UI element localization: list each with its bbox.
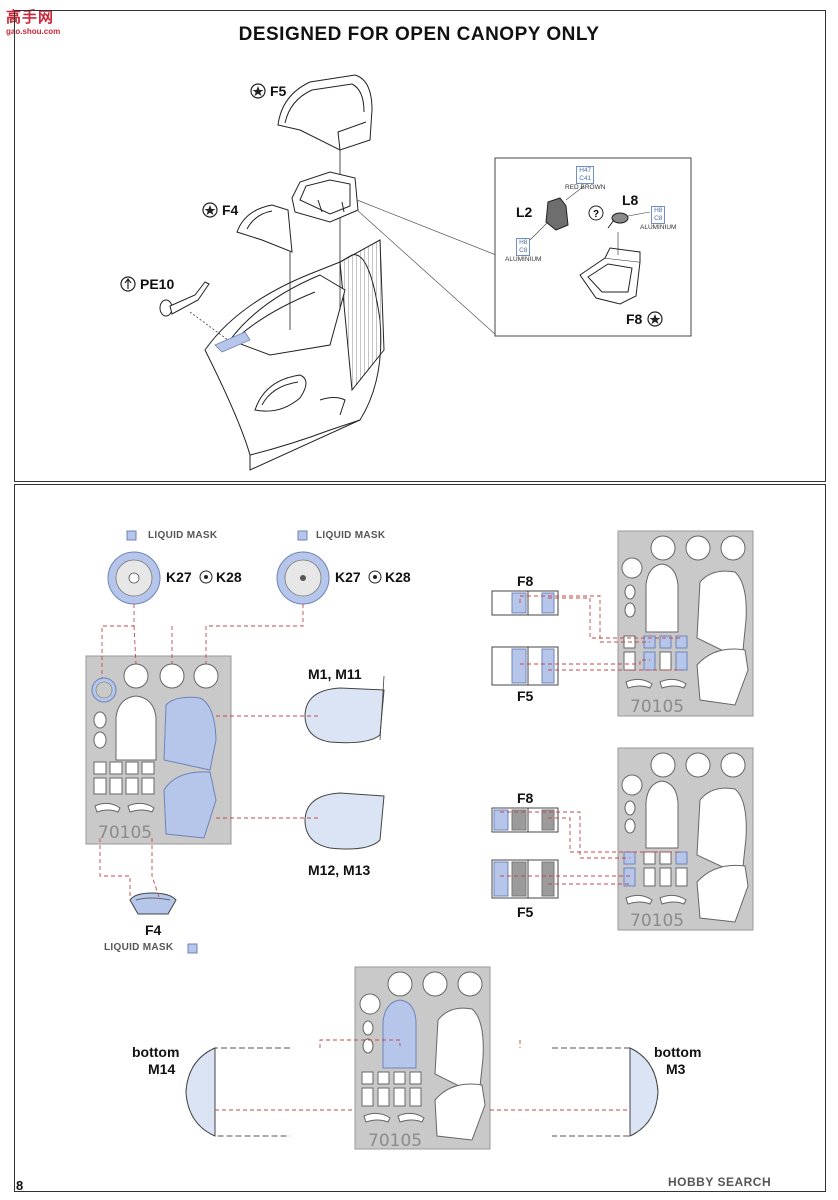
label-f5-upper: F5 xyxy=(517,688,534,704)
leader-pe10 xyxy=(189,311,229,341)
label-pe10: PE10 xyxy=(140,276,175,292)
bottom-panel xyxy=(14,484,826,1192)
label-m12-m13: M12, M13 xyxy=(308,862,371,878)
page-number: 8 xyxy=(16,1178,24,1193)
label-f8-lower: F8 xyxy=(517,790,534,806)
part-pe10-drawing xyxy=(159,281,210,317)
paint-code: H8 xyxy=(519,239,528,246)
label-bottom-right-2: M3 xyxy=(666,1061,686,1077)
label-bottom-right-1: bottom xyxy=(654,1044,702,1060)
f8-f5-lower xyxy=(491,807,559,899)
label-l8: L8 xyxy=(622,192,639,208)
label-k28-right: K28 xyxy=(385,569,411,585)
label-l2: L2 xyxy=(516,204,533,220)
paint-code: H8 xyxy=(654,207,663,214)
detail-leader-2 xyxy=(356,209,497,336)
fuselage-drawing xyxy=(204,239,385,471)
part-f8-drawing xyxy=(579,247,641,305)
part-f5-drawing xyxy=(277,74,373,151)
label-f5-lower: F5 xyxy=(517,904,534,920)
svg-text:70105: 70105 xyxy=(630,911,684,931)
part-l2-drawing xyxy=(545,197,569,231)
detail-leader-1 xyxy=(356,199,497,256)
paint-name: RED BROWN xyxy=(565,184,606,191)
liquid-mask-label-f4: LIQUID MASK xyxy=(104,942,174,953)
paint-name: ALUMINIUM xyxy=(640,224,677,231)
mask-sheet-right-lower: 70105 xyxy=(617,747,754,931)
svg-text:?: ? xyxy=(593,209,599,220)
star-markers xyxy=(202,83,663,327)
label-f4: F4 xyxy=(222,202,239,218)
label-f8-upper: F8 xyxy=(517,573,534,589)
paint-name: ALUMINIUM xyxy=(505,256,542,263)
label-bottom-left-2: M14 xyxy=(148,1061,176,1077)
mask-sheet-left: 70105 xyxy=(85,655,232,845)
part-f4-mask xyxy=(129,892,177,915)
label-k28-left: K28 xyxy=(216,569,242,585)
canopy-m3 xyxy=(629,1047,659,1137)
detail-box xyxy=(494,157,692,337)
paint-code: C41 xyxy=(579,175,592,182)
watermark-logo: 高手网 gao.shou.com xyxy=(6,6,68,36)
part-f4-drawing xyxy=(236,204,293,253)
watermark-text: 高手网 xyxy=(6,9,55,26)
paint-code: H47 xyxy=(579,167,592,174)
mask-sheet-right-upper: 70105 xyxy=(617,530,754,717)
svg-text:70105: 70105 xyxy=(368,1131,422,1151)
brand-watermark: HOBBY SEARCH xyxy=(668,1175,772,1189)
sheet-code-left: 70105 xyxy=(98,823,152,843)
optional-part-icon xyxy=(588,205,604,221)
mask-sheet-bottom-center: 70105 xyxy=(354,966,491,1151)
windscreen-drawing xyxy=(291,171,359,223)
label-k27-right: K27 xyxy=(335,569,361,585)
label-f5: F5 xyxy=(270,83,287,99)
svg-text:70105: 70105 xyxy=(630,697,684,717)
canopy-m1-m11 xyxy=(304,687,385,744)
part-l8-drawing xyxy=(607,212,629,229)
liquid-mask-label-left: LIQUID MASK xyxy=(148,530,218,541)
paint-code: C8 xyxy=(654,215,663,222)
cockpit-mask-area xyxy=(214,331,251,353)
paint-code: C8 xyxy=(519,247,528,254)
canopy-m12-m13 xyxy=(304,792,385,850)
f8-f5-upper xyxy=(491,590,559,686)
liquid-mask-label-right: LIQUID MASK xyxy=(316,530,386,541)
label-k27-left: K27 xyxy=(166,569,192,585)
page-title: DESIGNED FOR OPEN CANOPY ONLY xyxy=(238,24,600,45)
label-f4-bottom: F4 xyxy=(145,922,162,938)
canopy-m14 xyxy=(185,1047,216,1137)
top-panel xyxy=(14,10,826,482)
wheel-mask-right xyxy=(276,551,330,605)
label-m1-m11: M1, M11 xyxy=(308,666,362,682)
leader-lines xyxy=(99,595,682,1111)
label-bottom-left-1: bottom xyxy=(132,1044,180,1060)
label-f8-top: F8 xyxy=(626,311,643,327)
wheel-mask-left xyxy=(107,551,161,605)
watermark-url: gao.shou.com xyxy=(6,27,61,36)
